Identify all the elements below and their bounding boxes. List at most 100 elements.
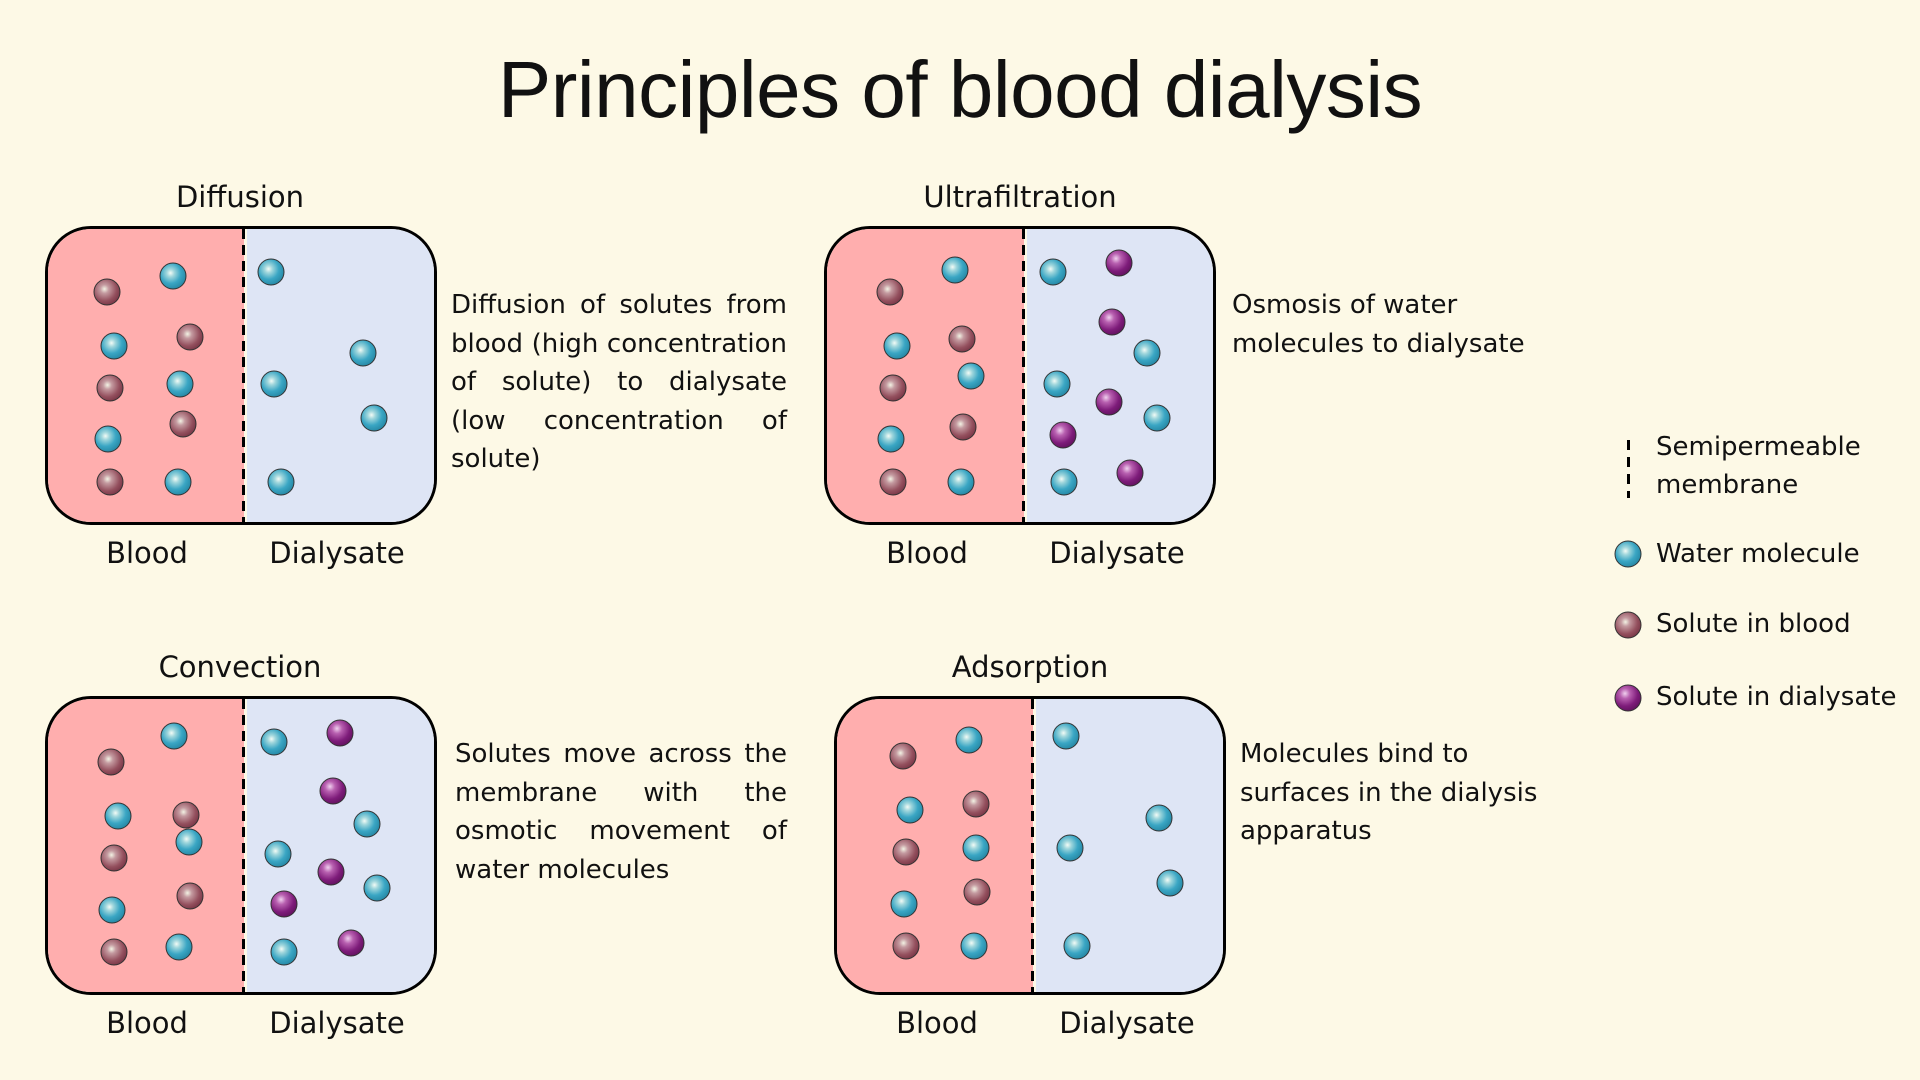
dialysis-chamber [834,696,1226,995]
water-molecule [267,468,294,495]
page-title: Principles of blood dialysis [497,45,1423,134]
panel-description: Osmosis of water molecules to dialysate [1232,290,1525,359]
solute-dialysate-molecule [1095,388,1122,415]
solute-blood-molecule [169,410,196,437]
solute-dialysate-molecule [1105,249,1132,276]
solute-dialysate-molecule [326,719,353,746]
dialysate-label: Dialysate [269,1006,405,1040]
solute-blood-molecule [100,938,127,965]
water-molecule-icon [1614,540,1642,568]
solute-dialysate-molecule [319,777,346,804]
solute-blood-molecule [100,844,127,871]
water-molecule [104,802,131,829]
water-molecule [1043,370,1070,397]
water-molecule [1050,468,1077,495]
water-molecule [349,339,376,366]
legend-solute-dialysate-label: Solute in dialysate [1656,682,1897,712]
panel-heading: Adsorption [951,650,1109,684]
water-molecule [1156,869,1183,896]
solute-blood-molecule [93,278,120,305]
dialysis-chamber [45,696,437,995]
dialysate-label: Dialysate [1059,1006,1195,1040]
solute-blood-molecule [96,374,123,401]
solute-dialysate-molecule [317,858,344,885]
water-molecule [1133,339,1160,366]
water-molecule [98,896,125,923]
solute-blood-molecule [172,801,199,828]
water-molecule [1063,932,1090,959]
water-molecule [353,810,380,837]
water-molecule [159,262,186,289]
panel-heading: Convection [158,650,322,684]
blood-compartment [837,699,1033,992]
water-molecule [164,468,191,495]
water-molecule [165,933,192,960]
legend-solute-blood-label: Solute in blood [1656,609,1851,639]
semipermeable-membrane [242,699,245,992]
water-molecule [1039,258,1066,285]
semipermeable-membrane [1031,699,1034,992]
solute-blood-molecule [176,882,203,909]
water-molecule [166,370,193,397]
solute-dialysate-icon [1614,684,1642,712]
solute-blood-molecule [879,468,906,495]
blood-label: Blood [106,1006,188,1040]
water-molecule [877,425,904,452]
water-molecule [962,834,989,861]
water-molecule [100,332,127,359]
water-molecule [1052,722,1079,749]
solute-blood-molecule [962,790,989,817]
solute-blood-molecule [948,325,975,352]
membrane-legend-icon [1627,440,1630,498]
water-molecule [360,404,387,431]
water-molecule [1145,804,1172,831]
water-molecule [955,726,982,753]
blood-label: Blood [896,1006,978,1040]
water-molecule [270,938,297,965]
solute-blood-molecule [879,374,906,401]
solute-blood-molecule [963,878,990,905]
solute-blood-molecule [96,468,123,495]
blood-compartment [48,229,244,522]
semipermeable-membrane [242,229,245,522]
blood-label: Blood [106,536,188,570]
water-molecule [260,370,287,397]
panel-heading: Diffusion [175,180,305,214]
blood-compartment [48,699,244,992]
water-molecule [957,362,984,389]
solute-blood-molecule [176,323,203,350]
dialysis-chamber [824,226,1216,525]
solute-dialysate-molecule [1116,459,1143,486]
solute-blood-molecule [892,932,919,959]
water-molecule [890,890,917,917]
panel-description: Solutes move across the membrane with th… [455,739,787,885]
solute-dialysate-molecule [1049,421,1076,448]
water-molecule [175,828,202,855]
legend-membrane-label: Semipermeable membrane [1656,432,1861,500]
water-molecule [94,425,121,452]
solute-blood-molecule [876,278,903,305]
water-molecule [264,840,291,867]
solute-blood-molecule [949,413,976,440]
blood-label: Blood [886,536,968,570]
dialysate-label: Dialysate [1049,536,1185,570]
solute-blood-molecule [97,748,124,775]
water-molecule [941,256,968,283]
solute-dialysate-molecule [270,890,297,917]
dialysate-label: Dialysate [269,536,405,570]
solute-blood-molecule [889,742,916,769]
water-molecule [363,874,390,901]
solute-blood-icon [1614,611,1642,639]
semipermeable-membrane [1022,229,1025,522]
water-molecule [257,258,284,285]
water-molecule [260,728,287,755]
legend-water-label: Water molecule [1656,539,1860,569]
water-molecule [947,468,974,495]
solute-blood-molecule [892,838,919,865]
dialysis-chamber [45,226,437,525]
water-molecule [960,932,987,959]
water-molecule [160,722,187,749]
water-molecule [1143,404,1170,431]
blood-compartment [827,229,1024,522]
water-molecule [1056,834,1083,861]
